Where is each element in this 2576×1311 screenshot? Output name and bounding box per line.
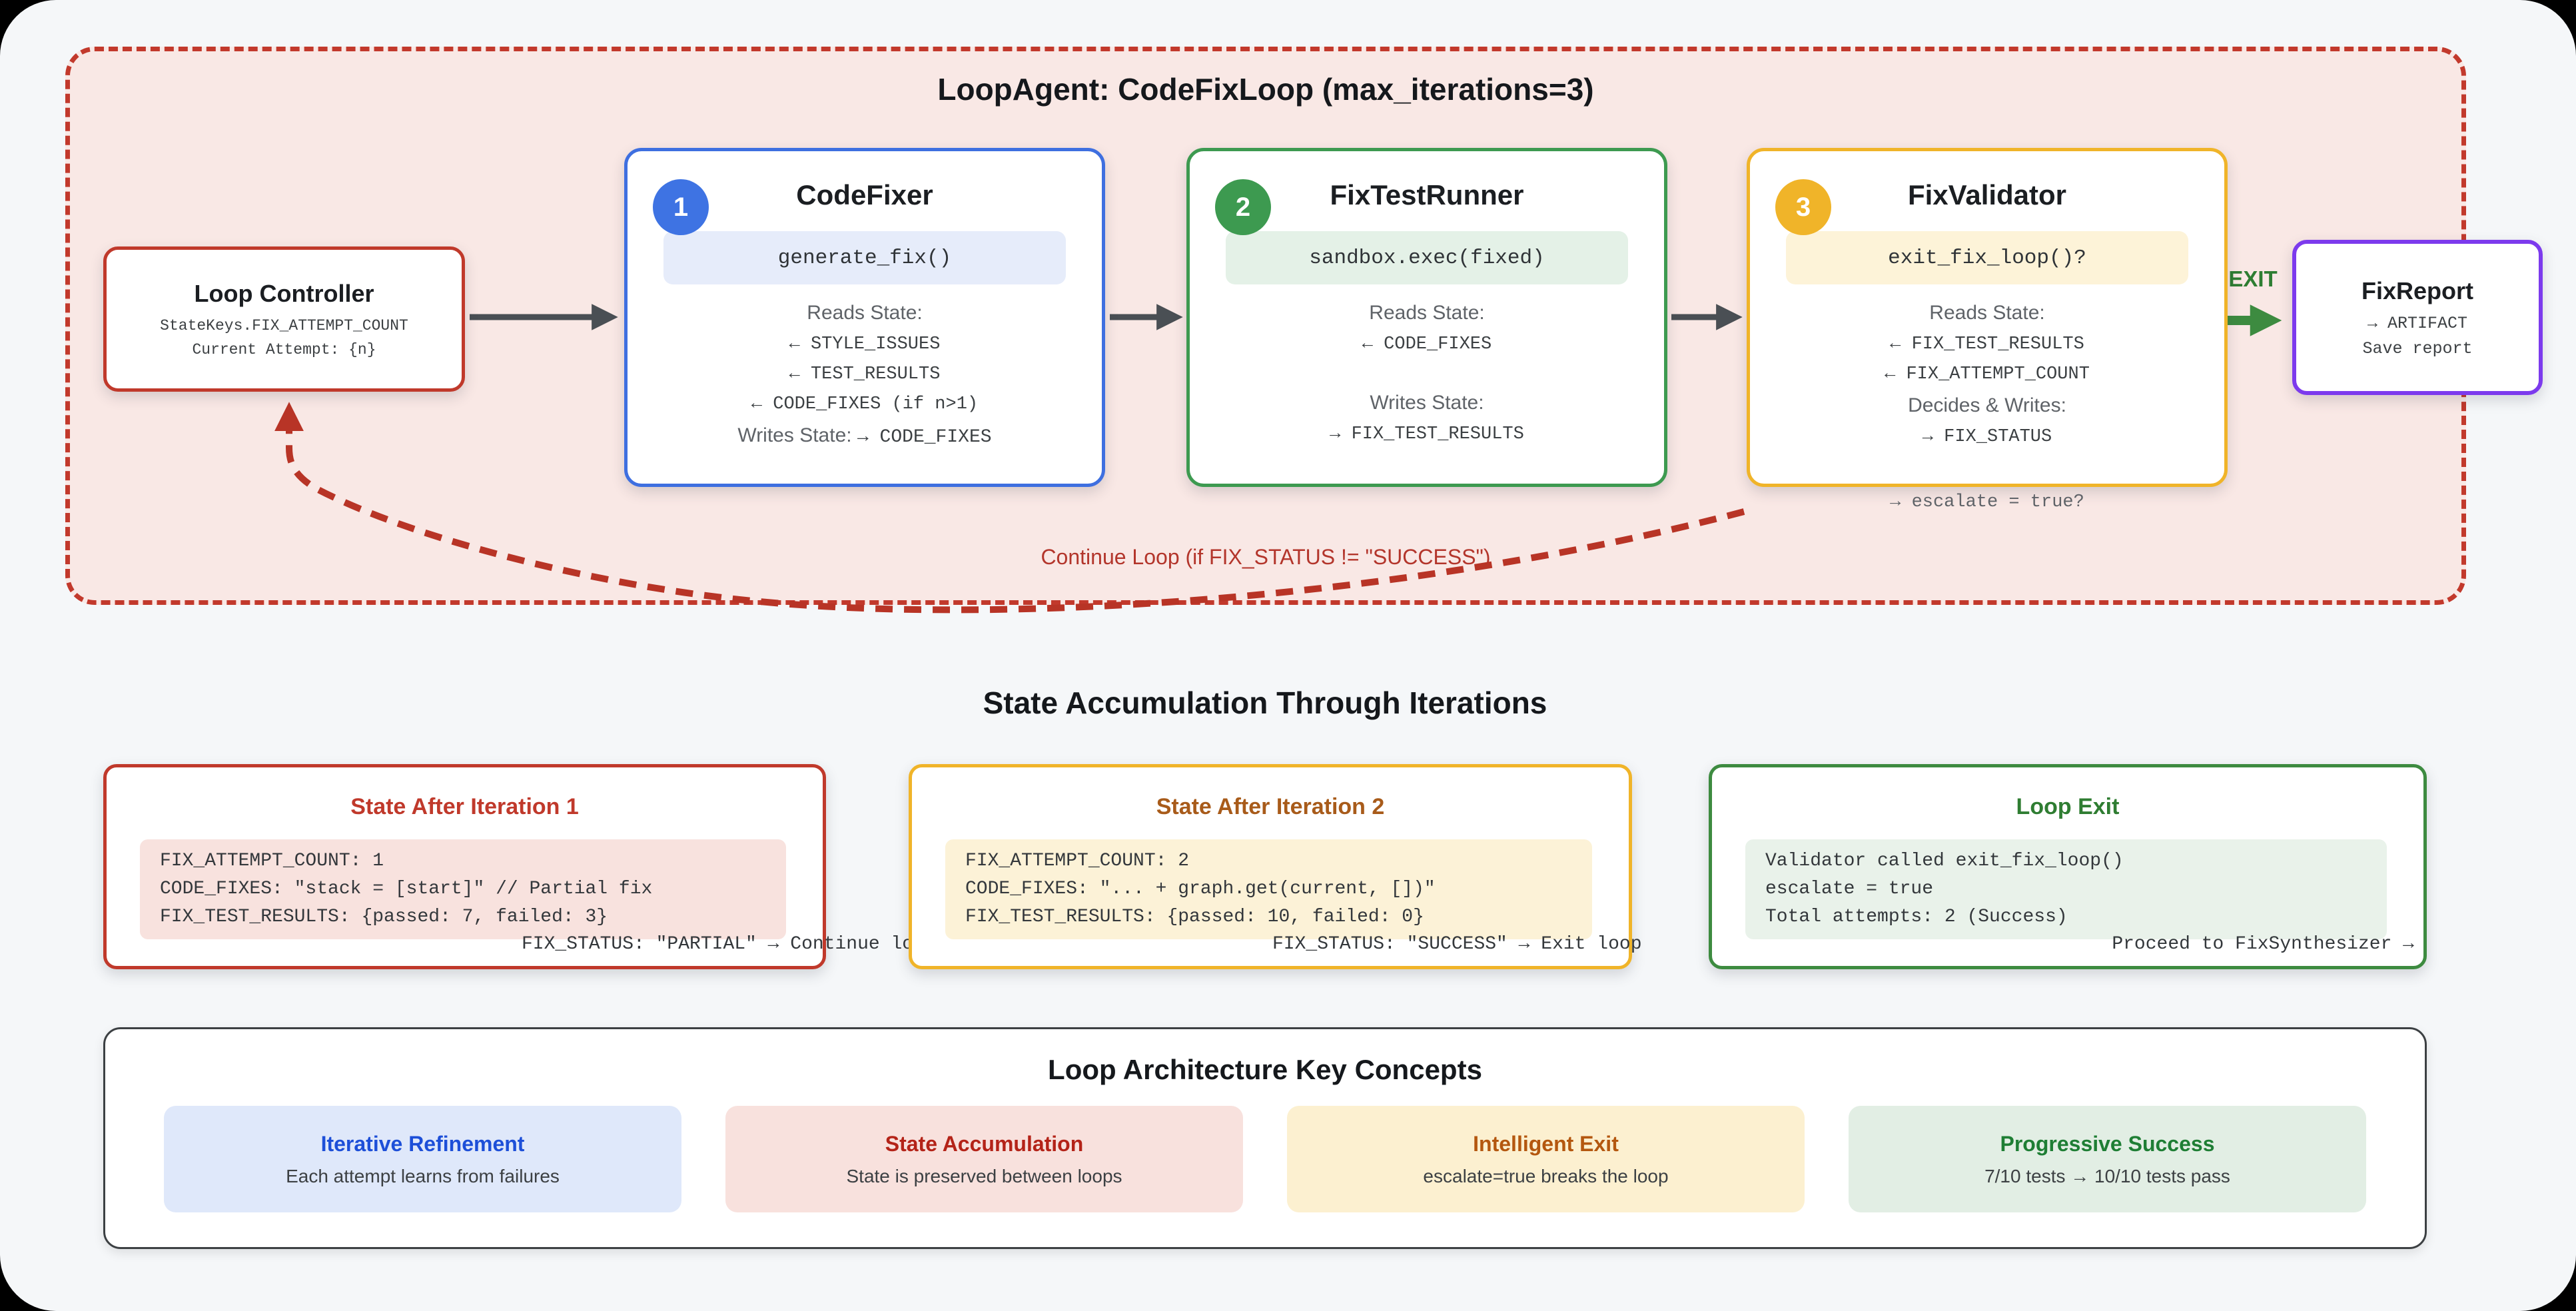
- step-1-badge: 1: [653, 179, 709, 235]
- loop-controller-statekey: StateKeys.FIX_ATTEMPT_COUNT: [160, 317, 408, 334]
- agent-state-lines: Reads State: ← STYLE_ISSUES ← TEST_RESUL…: [628, 302, 1102, 448]
- code-line: FIX_ATTEMPT_COUNT: 2: [965, 851, 1190, 871]
- concept-subtitle: 7/10 tests → 10/10 tests pass: [1984, 1165, 2230, 1186]
- state-box-title: State After Iteration 1: [350, 794, 579, 819]
- concept-iterative-refinement: Iterative Refinement Each attempt learns…: [164, 1106, 681, 1212]
- state-result-line: FIX_STATUS: "PARTIAL" → Continue loop: [522, 934, 936, 955]
- writes-line: Writes State: → CODE_FIXES: [737, 424, 991, 448]
- code-line: FIX_TEST_RESULTS: {passed: 7, failed: 3}: [160, 907, 608, 927]
- writes-item: → CODE_FIXES: [857, 427, 992, 448]
- agent-title: FixTestRunner: [1330, 179, 1524, 211]
- agent-title: FixValidator: [1907, 179, 2067, 211]
- loop-controller-attempt: Current Attempt: {n}: [192, 341, 376, 358]
- concept-title: Iterative Refinement: [320, 1131, 525, 1156]
- reads-item: ← STYLE_ISSUES: [789, 334, 941, 354]
- writes-label: Writes State:: [737, 424, 852, 446]
- reads-item: ← CODE_FIXES: [1362, 334, 1492, 354]
- state-code-block: Validator called exit_fix_loop() escalat…: [1745, 839, 2387, 939]
- writes-label: Writes State:: [1370, 392, 1484, 414]
- fixreport-save: Save report: [2362, 338, 2473, 358]
- fixreport-artifact: → ARTIFACT: [2367, 313, 2468, 333]
- state-box-iteration-2: State After Iteration 2 FIX_ATTEMPT_COUN…: [909, 764, 1642, 969]
- exit-label: EXIT: [2228, 266, 2278, 291]
- reads-item: ← FIX_TEST_RESULTS: [1890, 334, 2084, 354]
- loop-title: LoopAgent: CodeFixLoop (max_iterations=3…: [937, 72, 1594, 107]
- state-box-title: Loop Exit: [2016, 794, 2120, 819]
- state-section-heading: State Accumulation Through Iterations: [983, 685, 1547, 720]
- concept-title: Intelligent Exit: [1473, 1131, 1619, 1156]
- reads-label: Reads State:: [807, 302, 923, 324]
- writes-item: → FIX_STATUS: [1922, 427, 2052, 447]
- agent-method-pill: exit_fix_loop()?: [1786, 231, 2188, 284]
- concept-pills-row: Iterative Refinement Each attempt learns…: [105, 1106, 2425, 1212]
- state-result-line: FIX_STATUS: "SUCCESS" → Exit loop: [1272, 934, 1642, 955]
- escalate-note: → escalate = true?: [1890, 492, 2084, 512]
- writes-item: → FIX_TEST_RESULTS: [1330, 424, 1524, 444]
- code-line: CODE_FIXES: "... + graph.get(current, []…: [965, 879, 1436, 899]
- concept-title: Progressive Success: [2000, 1131, 2215, 1156]
- concept-intelligent-exit: Intelligent Exit escalate=true breaks th…: [1287, 1106, 1805, 1212]
- code-line: Validator called exit_fix_loop(): [1765, 851, 2124, 871]
- agent-method-pill: sandbox.exec(fixed): [1226, 231, 1628, 284]
- agent-box-fixvalidator: 3 FixValidator exit_fix_loop()? Reads St…: [1747, 148, 2228, 512]
- code-line: FIX_ATTEMPT_COUNT: 1: [160, 851, 384, 871]
- state-code-block: FIX_ATTEMPT_COUNT: 1 CODE_FIXES: "stack …: [140, 839, 786, 939]
- concept-progressive-success: Progressive Success 7/10 tests → 10/10 t…: [1849, 1106, 2366, 1212]
- reads-label: Reads State:: [1369, 302, 1485, 324]
- agent-title: CodeFixer: [796, 179, 933, 211]
- continue-loop-label: Continue Loop (if FIX_STATUS != "SUCCESS…: [1041, 545, 1491, 569]
- step-3-badge: 3: [1775, 179, 1831, 235]
- state-box-title: State After Iteration 2: [1156, 794, 1385, 819]
- code-line: escalate = true: [1765, 879, 1934, 899]
- key-concepts-title: Loop Architecture Key Concepts: [1048, 1054, 1482, 1085]
- concept-state-accumulation: State Accumulation State is preserved be…: [725, 1106, 1243, 1212]
- state-result-line: Proceed to FixSynthesizer →: [2112, 934, 2414, 955]
- code-line: Total attempts: 2 (Success): [1765, 907, 2068, 927]
- agent-box-codefixer: 1 CodeFixer generate_fix() Reads State: …: [624, 148, 1105, 487]
- agent-state-lines: Reads State: ← CODE_FIXES Writes State: …: [1190, 302, 1664, 444]
- agent-state-lines: Reads State: ← FIX_TEST_RESULTS ← FIX_AT…: [1750, 302, 2224, 447]
- reads-item: ← FIX_ATTEMPT_COUNT: [1885, 364, 2090, 384]
- state-box-loop-exit: Loop Exit Validator called exit_fix_loop…: [1709, 764, 2427, 969]
- loop-controller-box: Loop Controller StateKeys.FIX_ATTEMPT_CO…: [103, 246, 465, 392]
- agent-box-fixtestrunner: 2 FixTestRunner sandbox.exec(fixed) Read…: [1186, 148, 1667, 487]
- fixreport-title: FixReport: [2361, 276, 2473, 304]
- loop-controller-title: Loop Controller: [194, 280, 374, 307]
- concept-subtitle: escalate=true breaks the loop: [1423, 1165, 1669, 1186]
- concept-title: State Accumulation: [885, 1131, 1084, 1156]
- concept-subtitle: Each attempt learns from failures: [286, 1165, 560, 1186]
- code-line: FIX_TEST_RESULTS: {passed: 10, failed: 0…: [965, 907, 1424, 927]
- step-2-badge: 2: [1215, 179, 1271, 235]
- reads-item: ← TEST_RESULTS: [789, 364, 941, 384]
- reads-item: ← CODE_FIXES (if n>1): [751, 394, 979, 414]
- code-line: CODE_FIXES: "stack = [start]" // Partial…: [160, 879, 653, 899]
- state-box-iteration-1: State After Iteration 1 FIX_ATTEMPT_COUN…: [103, 764, 936, 969]
- decides-writes-label: Decides & Writes:: [1908, 394, 2066, 416]
- state-code-block: FIX_ATTEMPT_COUNT: 2 CODE_FIXES: "... + …: [945, 839, 1592, 939]
- reads-label: Reads State:: [1929, 302, 2045, 324]
- concept-subtitle: State is preserved between loops: [846, 1165, 1122, 1186]
- key-concepts-section: Loop Architecture Key Concepts Iterative…: [103, 1027, 2427, 1249]
- fixreport-box: FixReport → ARTIFACT Save report: [2292, 240, 2543, 395]
- agent-method-pill: generate_fix(): [663, 231, 1066, 284]
